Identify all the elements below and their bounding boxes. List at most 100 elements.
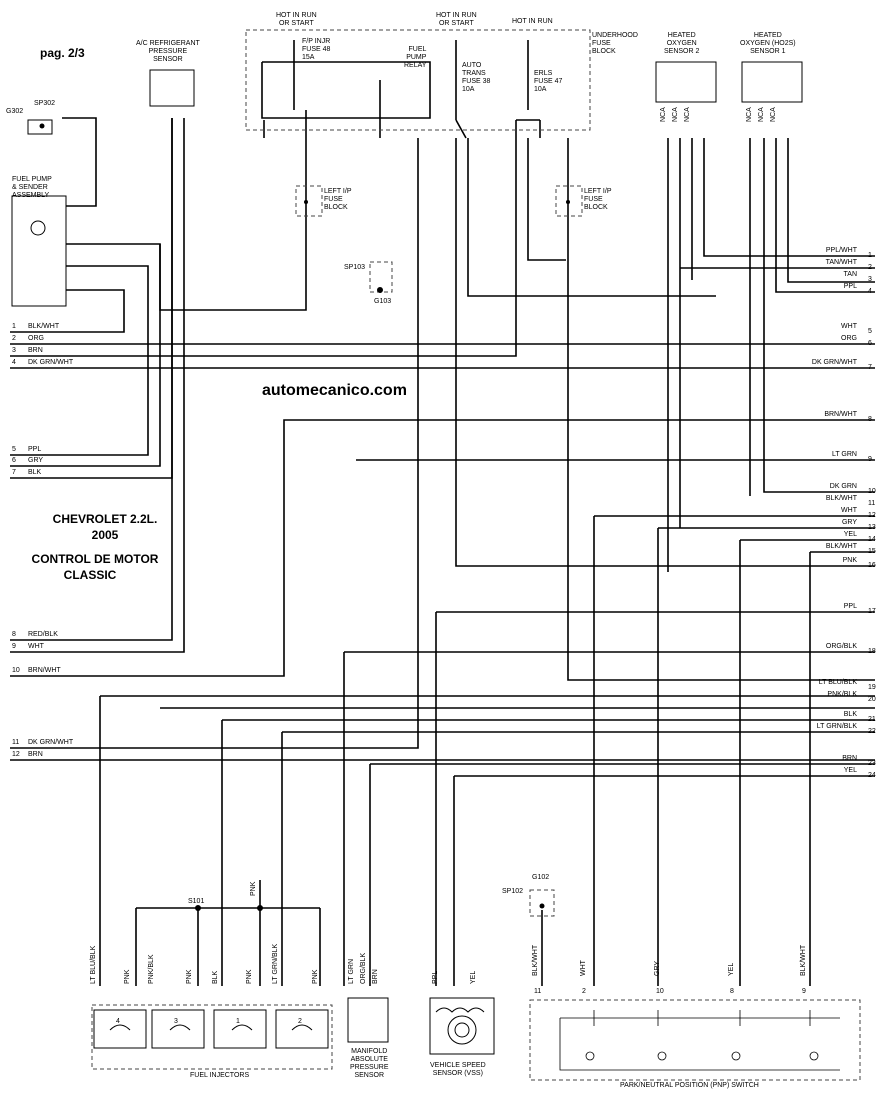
auto-trans-fuse-label: AUTO TRANS FUSE 38 10A [462,62,491,93]
left-wire-num: 6 [12,457,16,464]
pnp-wire-label: GRY [654,960,661,976]
pnp-wire-label: BLK/WHT [800,944,807,976]
right-wire-label: PPL [843,603,857,610]
right-wire-num: 16 [868,562,876,569]
injector-wire-label: BLK [212,970,219,984]
ac-pressure-sensor-label: A/C REFRIGERANT PRESSURE SENSOR [136,40,200,63]
vss-wire-label: PPL [432,970,439,984]
map-sensor-label: MANIFOLD ABSOLUTE PRESSURE SENSOR [350,1048,389,1079]
left-ip-fuse-block-label-2: LEFT I/P FUSE BLOCK [584,188,612,211]
right-wire-num: 20 [868,696,876,703]
nca-label: NCA [746,107,753,122]
injector-wire-label: PNK [312,969,319,984]
pnp-wire-label: WHT [580,960,587,976]
right-wire-num: 22 [868,728,876,735]
map-wire-label: LT GRN [348,958,355,984]
right-wire-num: 6 [868,340,872,347]
left-wire-label: WHT [28,643,44,650]
right-wire-label: PPL/WHT [825,247,857,254]
injector-number: 2 [298,1018,302,1025]
right-wire-num: 9 [868,456,872,463]
erls-fuse-label: ERLS FUSE 47 10A [534,70,563,93]
fuel-pump-assembly-label: FUEL PUMP & SENDER ASSEMBLY [12,176,52,199]
ho2s1-label: HEATED OXYGEN (HO2S) SENSOR 1 [740,32,796,55]
right-wire-label: TAN [843,271,857,278]
right-wire-num: 2 [868,264,872,271]
pnp-pin-number: 11 [534,988,542,995]
left-wire-num: 3 [12,347,16,354]
left-wire-num: 4 [12,359,16,366]
right-wire-num: 23 [868,760,876,767]
right-wire-label: BRN/WHT [824,411,857,418]
right-wire-num: 13 [868,524,876,531]
right-wire-label: YEL [843,767,857,774]
left-wire-num: 5 [12,446,16,453]
right-wire-num: 12 [868,512,876,519]
ho2s2-label: HEATED OXYGEN SENSOR 2 [664,32,700,55]
injector-number: 1 [236,1018,240,1025]
hot-run-start-label-1: HOT IN RUN OR START [276,12,317,27]
injector-wire-label: PNK [124,969,131,984]
injector-4 [93,1009,147,1049]
left-wire-label: BLK [28,469,42,476]
right-wire-label: BLK/WHT [825,495,857,502]
nca-label: NCA [684,107,691,122]
right-wire-label: TAN/WHT [825,259,857,266]
right-wire-label: BLK [843,711,857,718]
nca-label: NCA [758,107,765,122]
left-wire-num: 7 [12,469,16,476]
injector-3 [151,1009,205,1049]
right-wire-label: ORG/BLK [825,643,857,650]
right-wire-num: 3 [868,276,872,283]
right-wire-label: DK GRN [829,483,857,490]
g302-label: G302 [6,108,24,115]
right-wire-label: GRY [841,519,857,526]
wire-left-3 [10,138,517,357]
fuel-injectors-label: FUEL INJECTORS [190,1072,250,1079]
left-wire-num: 10 [12,667,20,674]
wire-left-8 [10,118,173,641]
nca-label: NCA [672,107,679,122]
vss-label: VEHICLE SPEED SENSOR (VSS) [430,1062,486,1077]
wire-left-1 [10,289,125,333]
right-wire-num: 7 [868,364,872,371]
s101-label: S101 [188,898,205,905]
right-wire-num: 17 [868,608,876,615]
right-wire-num: 15 [868,548,876,555]
left-wire-label: DK GRN/WHT [28,359,74,366]
watermark: automecanico.com [262,382,407,399]
right-wire-label: PPL [843,283,857,290]
fuel-pump-box [11,195,67,307]
injector-number: 3 [174,1018,178,1025]
injector-2 [275,1009,329,1049]
left-wire-num: 1 [12,323,16,330]
injector-wire-label: PNK [186,969,193,984]
pnp-switch-label: PARK/NEUTRAL POSITION (PNP) SWITCH [620,1082,759,1089]
sp103-label: SP103 [344,264,366,271]
right-wire-label: ORG [841,335,857,342]
injector-wire-label: LT GRN/BLK [272,943,279,984]
g102-label: G102 [532,874,550,881]
wire-left-5 [10,265,149,456]
sp102-label: SP102 [502,888,524,895]
ac-sensor-box [149,69,195,107]
nca-label: NCA [660,107,667,122]
left-wire-num: 11 [12,739,20,746]
left-wire-label: BRN/WHT [28,667,61,674]
right-wire-num: 4 [868,288,872,295]
right-wire-num: 19 [868,684,876,691]
right-wire-label: BLK/WHT [825,543,857,550]
left-wire-num: 2 [12,335,16,342]
hot-run-start-label-2: HOT IN RUN OR START [436,12,477,27]
injector-wire-label: PNK/BLK [148,954,155,984]
fuel-pump-relay-label: FUEL PUMP RELAY [404,46,427,69]
sp302-label: SP302 [34,100,56,107]
injector-wire-label: LT BLU/BLK [90,945,97,984]
left-wire-num: 9 [12,643,16,650]
right-wire-label: YEL [843,531,857,538]
map-sensor-box [347,997,389,1043]
map-wire-label: ORG/BLK [360,952,367,984]
right-wire-label: WHT [841,323,857,330]
vss-wire-label: YEL [470,970,477,984]
